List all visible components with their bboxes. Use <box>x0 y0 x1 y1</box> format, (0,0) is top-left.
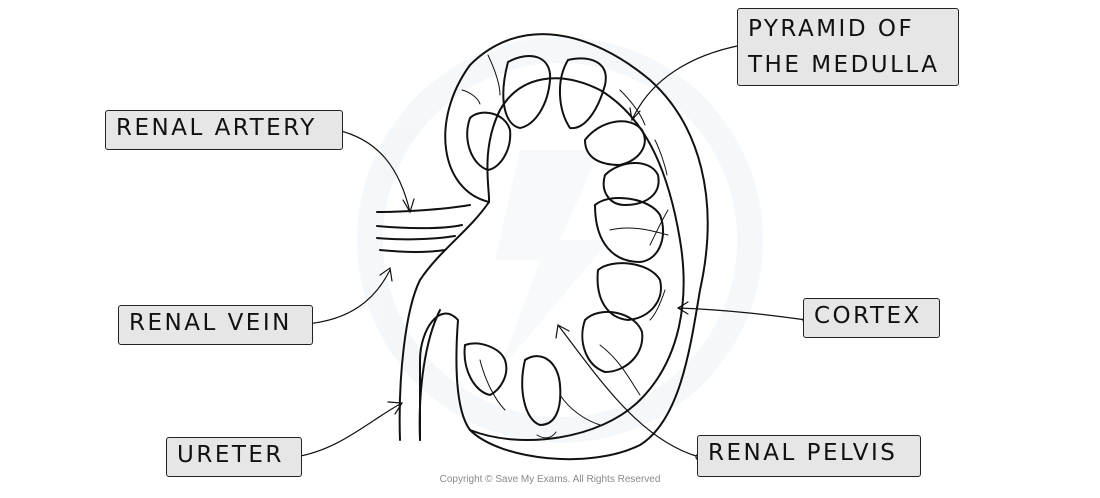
renal-pelvis-leader <box>557 324 700 458</box>
renal-artery-label: RENAL ARTERY <box>105 110 343 150</box>
pyramid <box>596 262 662 321</box>
renal-pelvis-outline <box>469 77 685 441</box>
ureter <box>398 201 490 441</box>
ureter-leader <box>294 402 403 458</box>
pyramid <box>466 111 512 171</box>
pyramid <box>558 57 607 130</box>
pyramid-label-line1: PYRAMID OF <box>748 16 915 42</box>
renal-vein-vessel <box>376 235 456 241</box>
pyramid <box>584 120 646 166</box>
pyramid <box>463 342 508 396</box>
renal-vein-leader <box>305 269 391 325</box>
cortex-label: CORTEX <box>803 298 940 338</box>
ureter-label: URETER <box>166 437 302 477</box>
pyramid <box>602 162 660 206</box>
renal-artery-vessel <box>376 204 471 213</box>
kidney-outline <box>419 33 709 461</box>
pyramid <box>521 355 562 426</box>
pyramid-label-line2: THE MEDULLA <box>748 52 940 78</box>
pyramid <box>581 311 644 373</box>
renal-vein-label: RENAL VEIN <box>118 305 313 345</box>
pyramid <box>594 197 665 263</box>
renal-pelvis-label: RENAL PELVIS <box>697 435 921 477</box>
watermark-logo <box>357 37 763 443</box>
cortex-leader <box>677 307 807 321</box>
cortex-hatching <box>461 54 669 439</box>
pyramid-leader <box>631 44 743 121</box>
renal-artery-leader <box>336 129 411 213</box>
pyramid <box>502 55 552 129</box>
pyramid-of-the-medulla-label: PYRAMID OF THE MEDULLA <box>737 8 959 86</box>
copyright-notice: Copyright © Save My Exams. All Rights Re… <box>439 474 661 485</box>
